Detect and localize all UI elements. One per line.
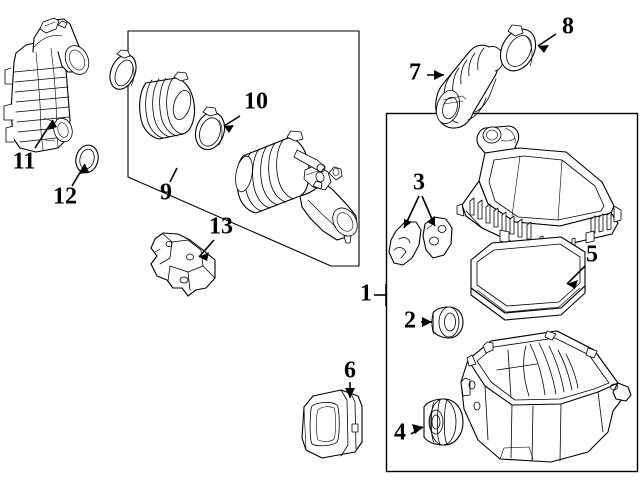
callout-label-13: 13 bbox=[209, 214, 233, 240]
callout-label-11: 11 bbox=[13, 149, 36, 175]
part-hose-clamp-ring bbox=[499, 24, 537, 72]
callout-label-2: 2 bbox=[404, 308, 416, 334]
callout-label-10: 10 bbox=[244, 89, 268, 115]
callout-label-5: 5 bbox=[586, 242, 598, 268]
part-air-cleaner-cover bbox=[456, 125, 622, 248]
part-duct-bellows-sleeve bbox=[139, 71, 196, 140]
part-lower-housing-grommet bbox=[423, 398, 464, 446]
part-air-intake-hose-elbow bbox=[435, 44, 504, 129]
callout-numbers: 1 2 3 4 5 6 7 8 9 10 11 12 13 bbox=[13, 14, 598, 446]
part-air-filter-element bbox=[470, 236, 586, 321]
callout-label-4: 4 bbox=[394, 420, 406, 446]
part-throttle-body-manifold bbox=[3, 17, 90, 153]
part-grommet-bushing bbox=[431, 306, 464, 339]
part-mounting-brackets-pair bbox=[388, 216, 453, 266]
callout-label-8: 8 bbox=[562, 14, 574, 40]
callout-label-6: 6 bbox=[344, 358, 356, 384]
callout-leaders bbox=[34, 33, 586, 435]
part-resonator-box bbox=[301, 389, 363, 459]
callout-label-12: 12 bbox=[53, 184, 77, 210]
part-sealing-ring-clamp bbox=[194, 106, 226, 151]
panel-intake-duct-group bbox=[127, 30, 360, 267]
part-lower-air-cleaner-housing bbox=[460, 330, 632, 463]
part-intake-duct-assembly bbox=[235, 130, 358, 244]
callout-label-7: 7 bbox=[409, 60, 421, 86]
callout-label-3: 3 bbox=[413, 170, 425, 196]
callout-label-1: 1 bbox=[360, 281, 372, 307]
part-duct-clamp-ring-a bbox=[109, 49, 137, 90]
callout-label-9: 9 bbox=[160, 180, 172, 206]
part-mounting-bracket-13 bbox=[150, 232, 216, 297]
